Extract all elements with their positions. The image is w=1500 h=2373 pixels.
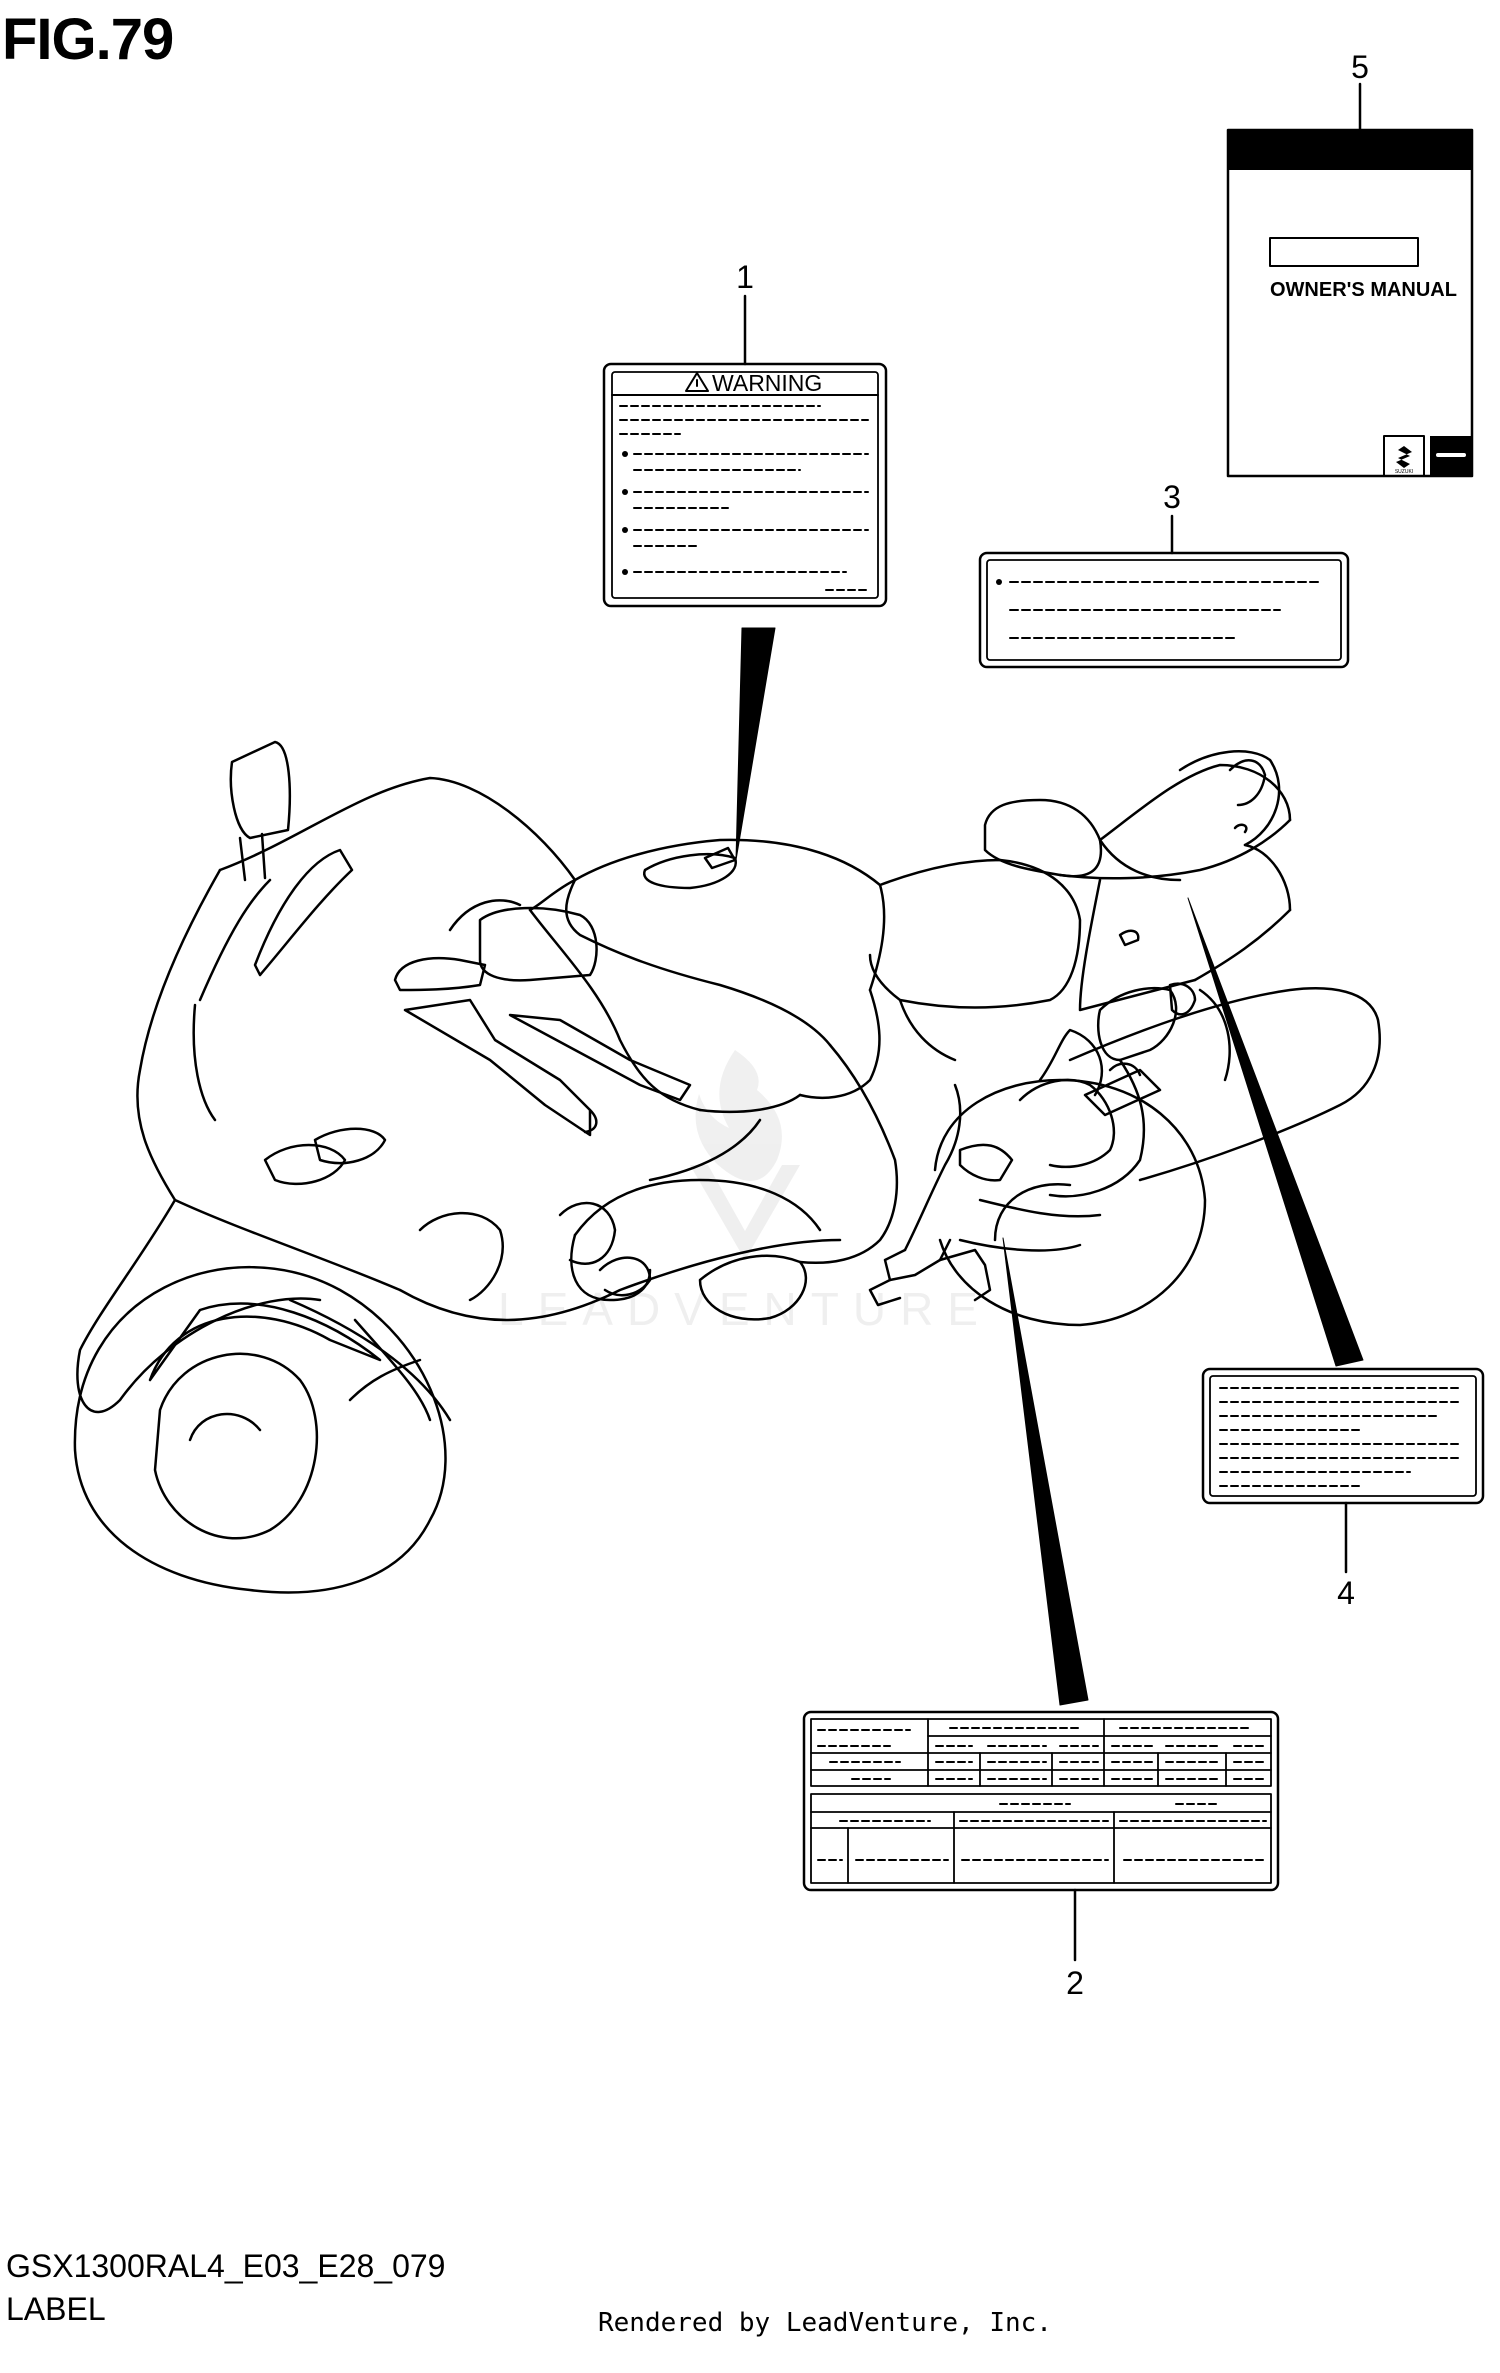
callout-numbers: 1 2 3 4 5 — [736, 49, 1369, 2001]
callout-4: 4 — [1337, 1575, 1355, 1611]
label-3 — [978, 551, 1350, 669]
callout-3: 3 — [1163, 479, 1181, 515]
manual-brand: SUZUKI — [1395, 469, 1413, 475]
warning-heading: WARNING — [712, 370, 822, 396]
motorcycle-outline — [73, 740, 1381, 1594]
watermark-text: LEADVENTURE — [498, 1283, 992, 1335]
rendered-by-credit: Rendered by LeadVenture, Inc. — [598, 2308, 1052, 2338]
leader-2 — [1002, 1237, 1089, 1706]
manual-title: OWNER'S MANUAL — [1270, 279, 1457, 301]
label-5-owners-manual: OWNER'S MANUAL SUZUKI — [1226, 128, 1474, 478]
label-1-warning: WARNING — [602, 362, 888, 608]
leader-lines — [735, 627, 1364, 1706]
watermark: LEADVENTURE — [498, 1050, 992, 1335]
warning-triangle-icon — [685, 372, 709, 392]
figure-name: LABEL — [6, 2291, 106, 2327]
leader-4 — [1187, 897, 1364, 1367]
callout-lines — [743, 82, 1362, 1962]
figure-title: FIG.79 — [2, 7, 174, 72]
figure-code: GSX1300RAL4_E03_E28_079 — [6, 2248, 446, 2284]
label-4 — [1201, 1367, 1485, 1505]
callout-2: 2 — [1066, 1965, 1084, 2001]
callout-5: 5 — [1351, 49, 1369, 85]
suzuki-logo-icon — [1396, 446, 1412, 468]
callout-1: 1 — [736, 259, 754, 295]
label-2 — [802, 1710, 1280, 1892]
leader-1 — [735, 627, 776, 861]
